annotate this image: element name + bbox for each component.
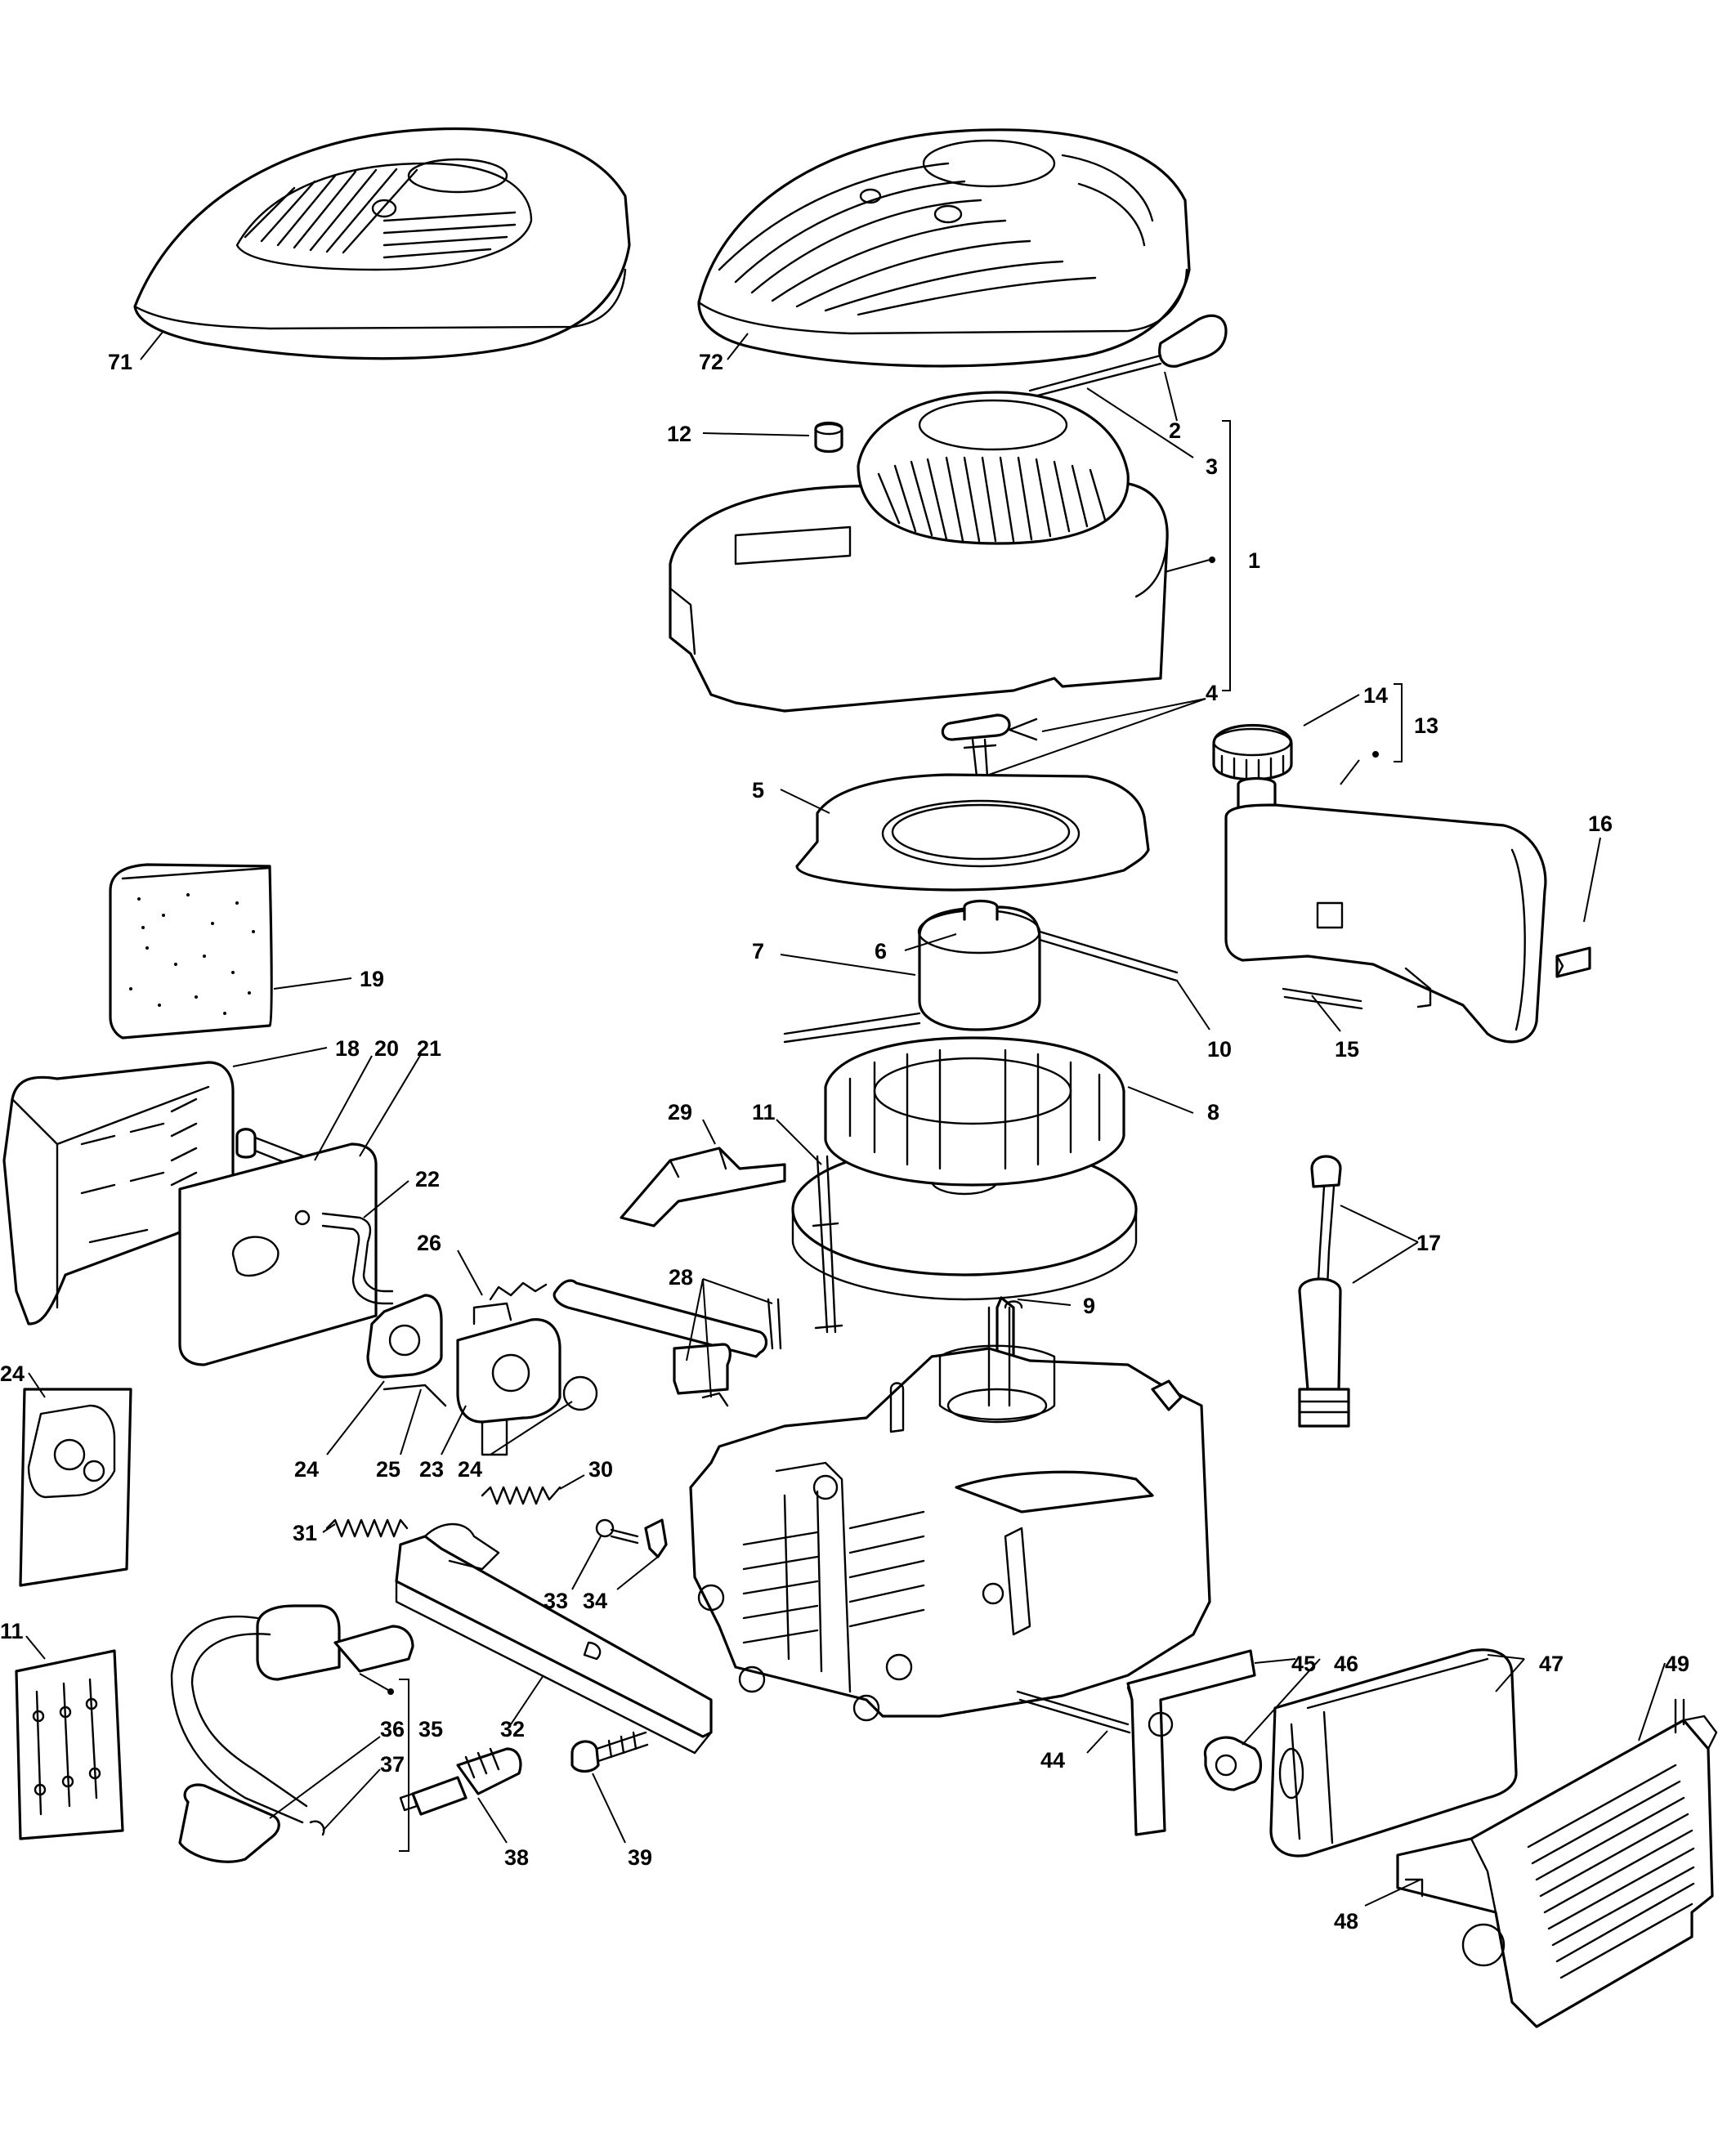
callout-24-carb: 24 [458,1457,482,1482]
callout-10: 10 [1207,1037,1232,1062]
callout-7: 7 [752,939,764,963]
muffler [1269,1648,1518,1858]
callout-39: 39 [628,1845,652,1870]
callout-26: 26 [417,1231,441,1255]
callout-30: 30 [588,1457,613,1482]
callout-17: 17 [1416,1231,1441,1255]
callout-3: 3 [1206,454,1218,479]
callout-38: 38 [504,1845,529,1870]
governor-springs [325,1486,562,1538]
stud-11 [812,1155,843,1334]
callout-14: 14 [1363,683,1388,708]
callout-31: 31 [293,1521,317,1545]
starter-pawl [941,713,1011,778]
starter-cup [783,899,1179,1044]
exhaust-plate [1126,1649,1263,1836]
callout-46: 46 [1334,1652,1358,1676]
fuel-tank [1212,724,1591,1044]
air-filter-housing [2,1061,378,1366]
callout-22: 22 [415,1167,440,1192]
callout-44: 44 [1040,1748,1065,1773]
callout-37: 37 [380,1752,405,1777]
callout-12: 12 [667,422,691,446]
callout-32: 32 [500,1717,525,1741]
callout-49: 49 [1665,1652,1689,1676]
flywheel-8 [791,1036,1138,1301]
control-bracket-32 [395,1522,713,1755]
exhaust-stud [1016,1690,1131,1734]
callout-8: 8 [1207,1100,1219,1124]
part-drawings [2,127,1718,2028]
callout-21: 21 [417,1036,441,1061]
callout-23: 23 [419,1457,444,1482]
leader-lines [25,330,1666,1907]
callout-6: 6 [875,939,887,963]
callout-15: 15 [1335,1037,1359,1062]
callout-24-gasket: 24 [294,1457,319,1482]
spark-plug [399,1731,649,1816]
callout-11-kit: 11 [0,1619,24,1643]
carburetor-assembly [366,1281,598,1456]
engine-block [689,1306,1211,1722]
engine-cover-71 [133,127,631,360]
callout-45: 45 [1291,1652,1316,1676]
callout-24-bag: 24 [0,1361,25,1386]
callout-2: 2 [1169,418,1181,443]
nut-12 [814,421,843,454]
callout-9: 9 [1083,1294,1095,1318]
ignition-coil [170,1604,414,1863]
callout-29: 29 [668,1100,692,1124]
callout-34: 34 [583,1589,607,1613]
callout-47: 47 [1539,1652,1564,1676]
dipstick [1298,1155,1350,1428]
callout-33: 33 [544,1589,568,1613]
starter-handle [1028,314,1228,399]
gasket-kit-bag [19,1388,132,1587]
baffle-plate-5 [795,773,1150,892]
callout-16: 16 [1588,811,1613,836]
callout-35: 35 [418,1717,443,1741]
callout-48: 48 [1334,1909,1358,1934]
callout-72: 72 [699,350,723,374]
screw-clip-33-34 [595,1518,668,1558]
air-filter-foam [109,863,273,1039]
muffler-guard [1396,1698,1718,2028]
callout-1: 1 [1248,548,1260,573]
callout-71: 71 [108,350,132,374]
callout-20: 20 [374,1036,399,1061]
engine-cover-72 [697,128,1191,368]
blower-housing [669,391,1169,713]
callout-13: 13 [1414,713,1438,738]
stud-kit-bag [15,1649,124,1840]
callout-labels: 71 72 2 3 12 1 4 14 13 5 16 6 7 19 10 15… [0,350,1689,1934]
callout-5: 5 [752,778,764,803]
callout-25: 25 [376,1457,400,1482]
callout-36: 36 [380,1717,405,1741]
callout-11-stud: 11 [752,1100,776,1124]
callout-18: 18 [335,1036,360,1061]
callout-28: 28 [669,1265,693,1290]
governor-bracket [553,1147,786,1407]
breather-tube [321,1212,394,1305]
callout-4: 4 [1206,681,1218,705]
callout-19: 19 [360,967,384,991]
